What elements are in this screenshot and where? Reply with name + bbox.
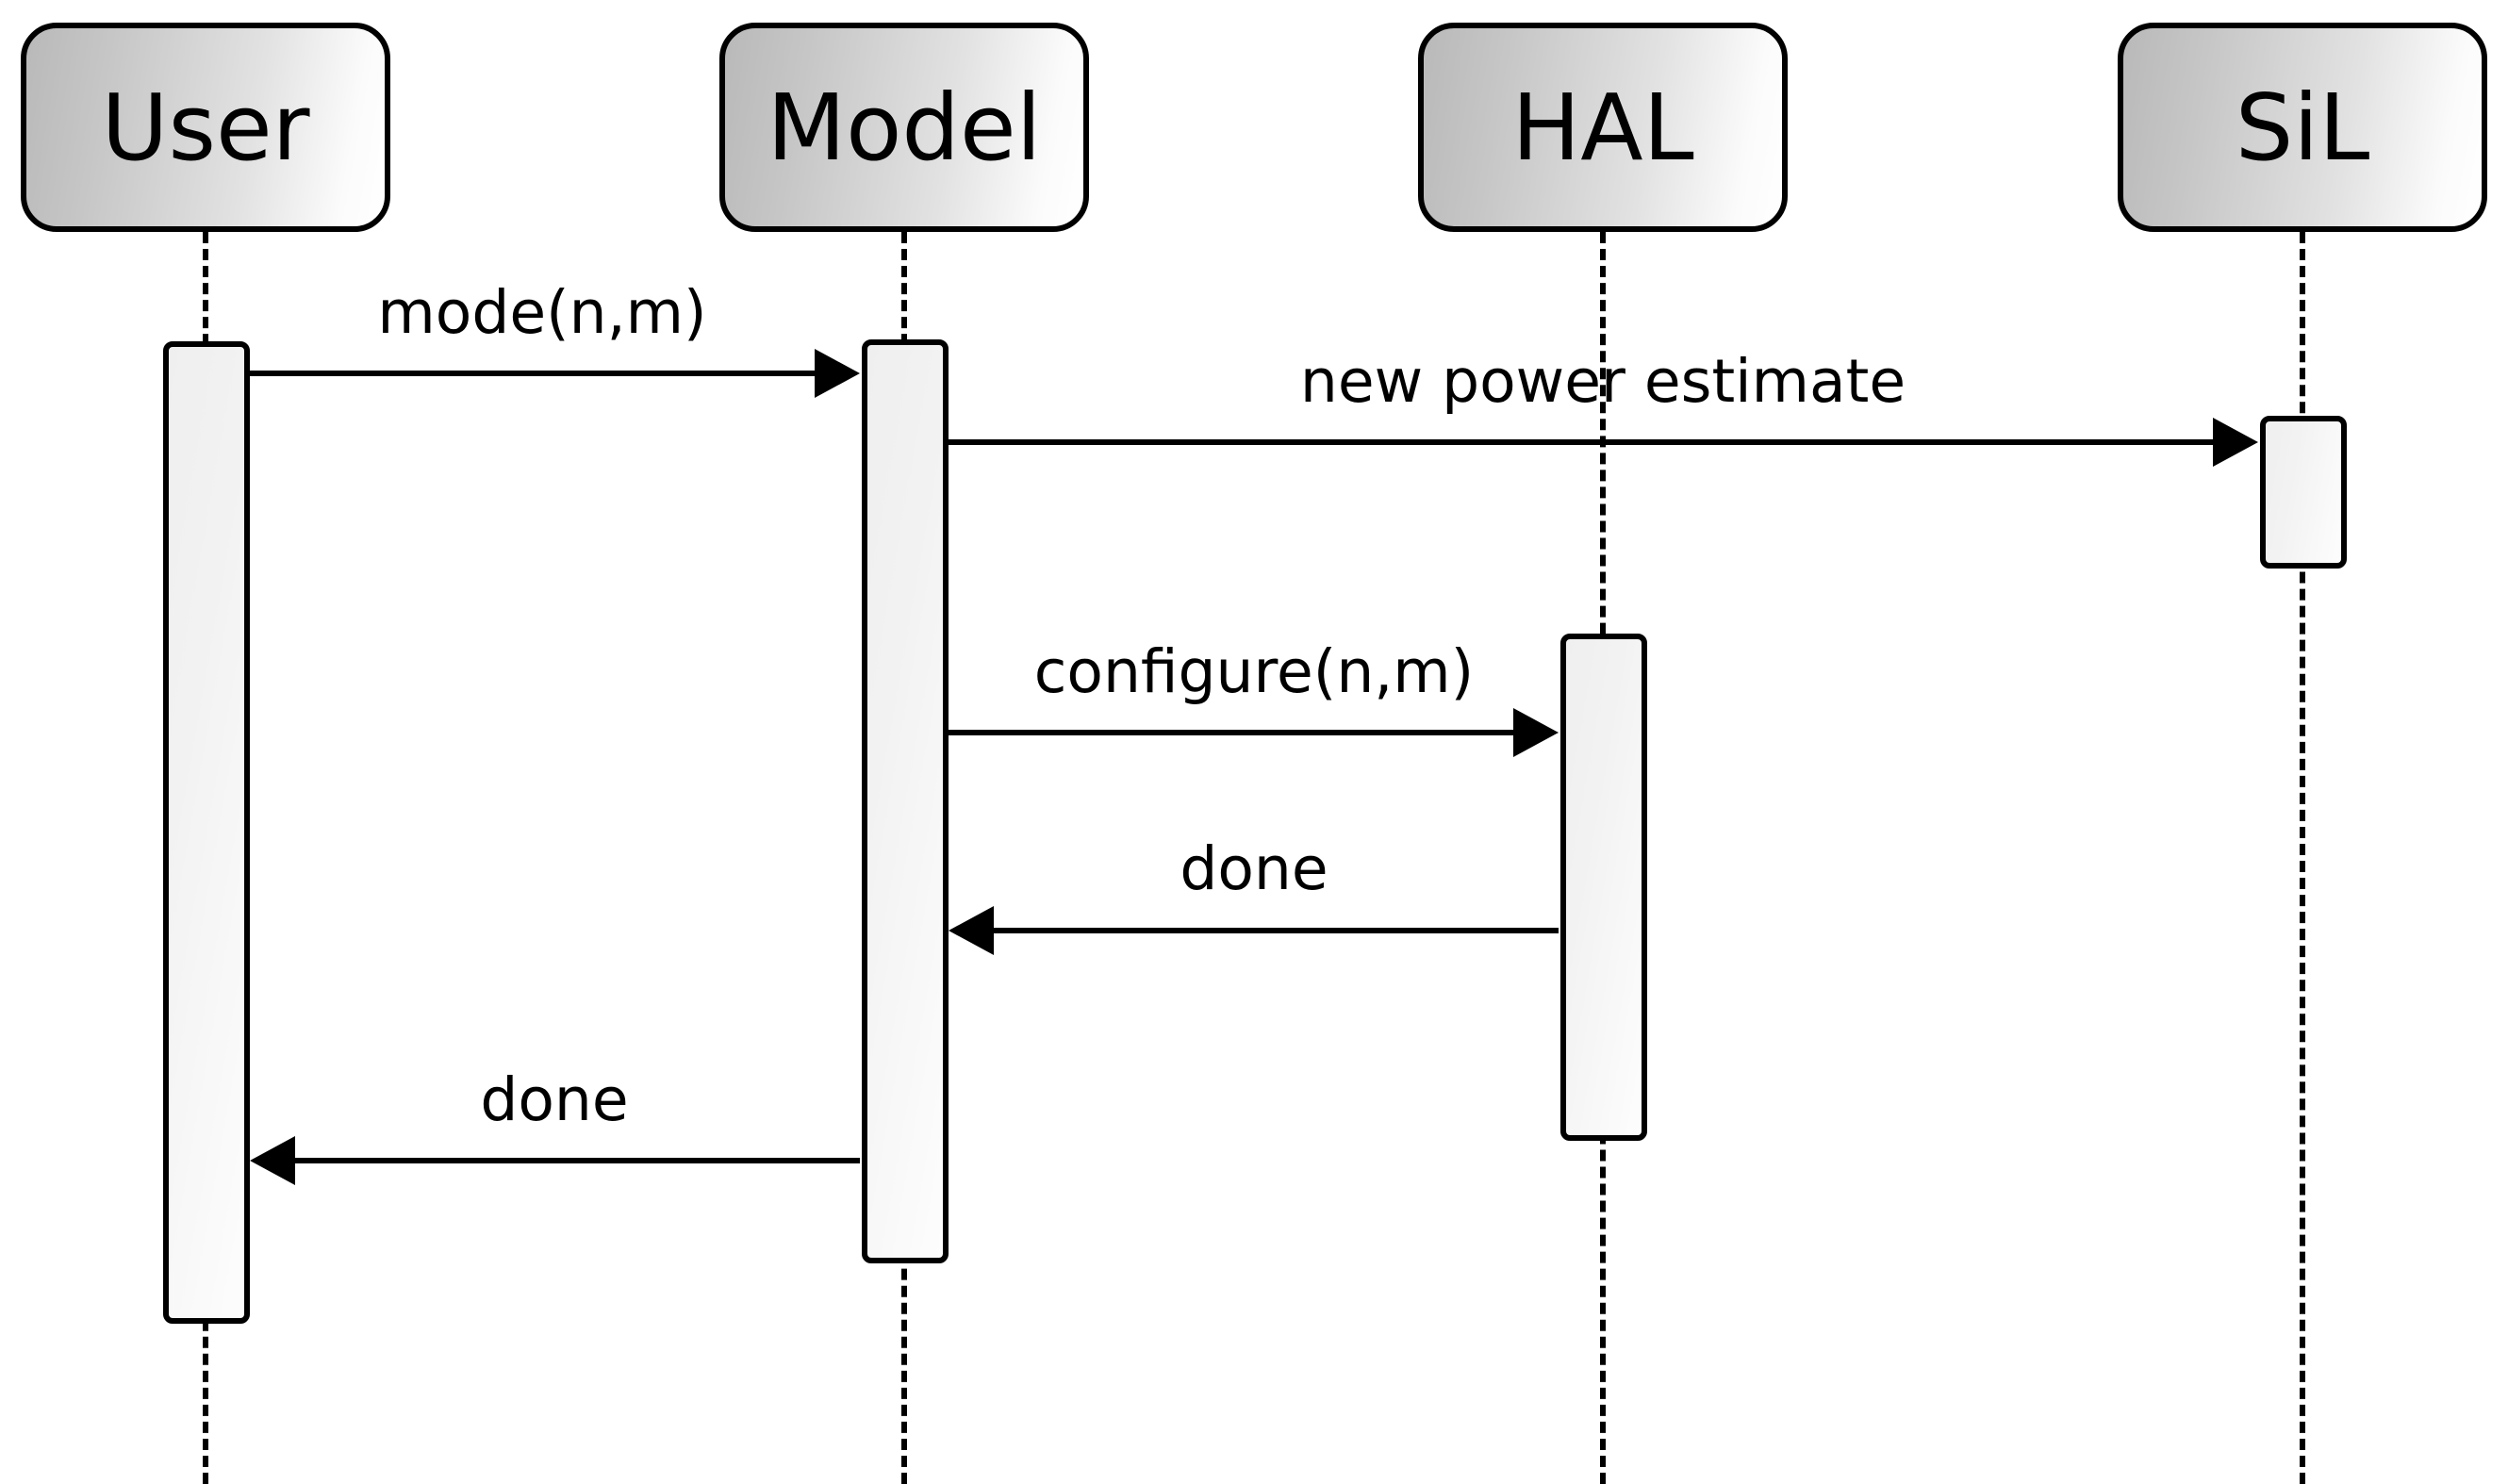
arrowhead-right-new-power-estimate	[2213, 418, 2258, 467]
participant-hal[interactable]: HAL	[1418, 23, 1788, 232]
activation-bar-model[interactable]	[862, 339, 949, 1263]
participant-user[interactable]: User	[21, 23, 390, 232]
message-line-done-hal-model	[994, 928, 1559, 933]
activation-bar-user[interactable]	[163, 341, 250, 1324]
participant-label-user: User	[101, 74, 310, 181]
message-line-mode	[250, 371, 815, 376]
message-label-done-model-user: done	[480, 1065, 629, 1134]
lifeline-sil	[2300, 232, 2305, 1484]
message-label-done-hal-model: done	[1180, 834, 1328, 903]
activation-bar-hal[interactable]	[1560, 634, 1647, 1141]
arrowhead-left-done-model-user	[250, 1136, 295, 1185]
participant-model[interactable]: Model	[719, 23, 1089, 232]
message-label-configure: configure(n,m)	[1033, 637, 1475, 706]
message-line-configure	[949, 730, 1513, 735]
participant-label-hal: HAL	[1511, 74, 1694, 181]
participant-sil[interactable]: SiL	[2118, 23, 2487, 232]
message-line-new-power-estimate	[949, 439, 2213, 445]
message-label-new-power-estimate: new power estimate	[1299, 347, 1906, 416]
arrowhead-right-mode	[815, 349, 860, 398]
activation-bar-sil[interactable]	[2260, 416, 2347, 569]
message-line-done-model-user	[295, 1158, 860, 1163]
participant-label-model: Model	[767, 74, 1042, 181]
arrowhead-right-configure	[1513, 708, 1559, 757]
participant-label-sil: SiL	[2235, 74, 2370, 181]
message-label-mode: mode(n,m)	[377, 278, 707, 347]
arrowhead-left-done-hal-model	[949, 906, 994, 955]
